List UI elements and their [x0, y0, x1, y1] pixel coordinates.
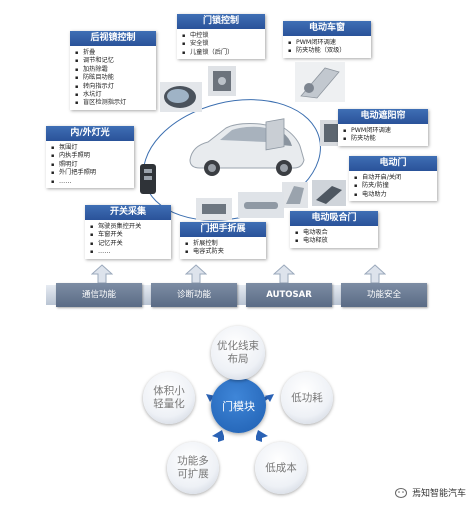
function-communication: 通信功能 [56, 283, 142, 307]
card-item: 车窗开关 [90, 231, 167, 240]
card-title: 电动门 [349, 156, 437, 171]
card-items: 折展控制电容式防夹 [180, 237, 266, 259]
card-item: 调节和记忆 [75, 57, 152, 66]
card-item: 防夹功能（双级） [288, 47, 367, 56]
card-handle-deploy: 门把手折展 折展控制电容式防夹 [180, 222, 266, 259]
card-item: 防夹/防撞 [354, 182, 433, 191]
up-arrow-icon [91, 264, 113, 284]
node-extensible: 功能多可扩展 [167, 442, 219, 494]
card-title: 开关采集 [85, 205, 171, 220]
card-item: 内执手照明 [51, 152, 130, 161]
card-title: 后视镜控制 [70, 31, 156, 46]
handle-photo [238, 192, 284, 218]
card-title: 内/外灯光 [46, 126, 134, 141]
card-switch-acquisition: 开关采集 驾驶员集控开关车窗开关记忆开关…… [85, 205, 171, 259]
card-item: 驾驶员集控开关 [90, 223, 167, 232]
door-photo [282, 182, 308, 208]
card-mirror-control: 后视镜控制 折叠调节和记忆加热除霜防眩目功能转向指示灯水坑灯盲区检测指示灯 [70, 31, 156, 110]
card-items: 折叠调节和记忆加热除霜防眩目功能转向指示灯水坑灯盲区检测指示灯 [70, 46, 156, 110]
card-item: 防夹功能 [343, 135, 424, 144]
window-photo [295, 62, 345, 102]
card-items: PWM闭环调速防夹功能（双级） [283, 36, 371, 58]
node-low-cost: 低成本 [255, 442, 307, 494]
card-title: 电动吸合门 [290, 211, 378, 226]
card-item: 转向指示灯 [75, 83, 152, 92]
function-autosar: AUTOSAR [246, 283, 332, 307]
up-arrow-icon [185, 264, 207, 284]
door-photo-2 [312, 180, 346, 206]
card-item: PWM闭环调速 [288, 39, 367, 48]
switch-photo [196, 198, 232, 220]
node-low-power: 低功耗 [281, 372, 333, 424]
card-lock-control: 门锁控制 中控锁安全锁儿童锁（后门） [177, 14, 265, 60]
card-item: 电动释放 [295, 237, 374, 246]
door-module-center: 门模块 [211, 378, 266, 433]
arrow-down-left-icon [212, 430, 224, 442]
card-items: 驾驶员集控开关车窗开关记忆开关…… [85, 220, 171, 259]
card-item: 电动助力 [354, 191, 433, 200]
card-power-window: 电动车窗 PWM闭环调速防夹功能（双级） [283, 21, 371, 58]
car-photo [189, 118, 305, 176]
card-item: 加热除霜 [75, 66, 152, 75]
card-item: 儿童锁（后门） [182, 49, 261, 58]
card-title: 门把手折展 [180, 222, 266, 237]
card-title: 门锁控制 [177, 14, 265, 29]
mirror-photo [160, 82, 202, 112]
function-safety: 功能安全 [341, 283, 427, 307]
card-items: 中控锁安全锁儿童锁（后门） [177, 29, 265, 59]
card-power-door: 电动门 自动开启/关闭防夹/防撞电动助力 [349, 156, 437, 202]
card-item: 自动开启/关闭 [354, 174, 433, 183]
card-item: 电动吸合 [295, 229, 374, 238]
watermark-text: 焉知智能汽车 [412, 489, 467, 499]
card-items: 自动开启/关闭防夹/防撞电动助力 [349, 171, 437, 201]
card-item: 电容式防夹 [185, 248, 262, 257]
card-item: …… [51, 178, 130, 187]
node-label: 功能多可扩展 [177, 455, 209, 480]
node-label: 低功耗 [291, 391, 323, 404]
node-harness-layout: 优化线束布局 [211, 326, 265, 380]
wechat-icon [395, 487, 407, 498]
lock-photo [208, 66, 236, 96]
card-item: 外门把手照明 [51, 169, 130, 178]
card-item: …… [90, 248, 167, 257]
card-items: PWM闭环调速防夹功能 [338, 124, 428, 146]
card-item: 安全锁 [182, 40, 261, 49]
card-title: 电动遮阳帘 [338, 109, 428, 124]
card-item: 盲区检测指示灯 [75, 99, 152, 108]
card-item: 照明灯 [51, 161, 130, 170]
center-label: 门模块 [222, 399, 255, 413]
card-title: 电动车窗 [283, 21, 371, 36]
card-sunshade: 电动遮阳帘 PWM闭环调速防夹功能 [338, 109, 428, 146]
card-soft-close-door: 电动吸合门 电动吸合电动释放 [290, 211, 378, 248]
up-arrow-icon [273, 264, 295, 284]
function-diagnosis: 诊断功能 [151, 283, 237, 307]
node-label: 体积小轻量化 [153, 385, 185, 410]
node-label: 优化线束布局 [217, 340, 259, 365]
card-item: 防眩目功能 [75, 74, 152, 83]
node-lightweight: 体积小轻量化 [143, 372, 195, 424]
card-item: PWM闭环调速 [343, 127, 424, 136]
watermark: 焉知智能汽车 [395, 486, 466, 499]
card-item: 折展控制 [185, 240, 262, 249]
card-item: 氛围灯 [51, 144, 130, 153]
card-items: 氛围灯内执手照明照明灯外门把手照明…… [46, 141, 134, 188]
card-item: 折叠 [75, 49, 152, 58]
card-item: 中控锁 [182, 32, 261, 41]
card-item: 水坑灯 [75, 91, 152, 100]
card-lighting: 内/外灯光 氛围灯内执手照明照明灯外门把手照明…… [46, 126, 134, 189]
card-item: 记忆开关 [90, 240, 167, 249]
arrow-down-right-icon [256, 430, 268, 442]
node-label: 低成本 [265, 461, 297, 474]
up-arrow-icon [364, 264, 386, 284]
card-items: 电动吸合电动释放 [290, 226, 378, 248]
keyfob-photo [140, 164, 156, 194]
